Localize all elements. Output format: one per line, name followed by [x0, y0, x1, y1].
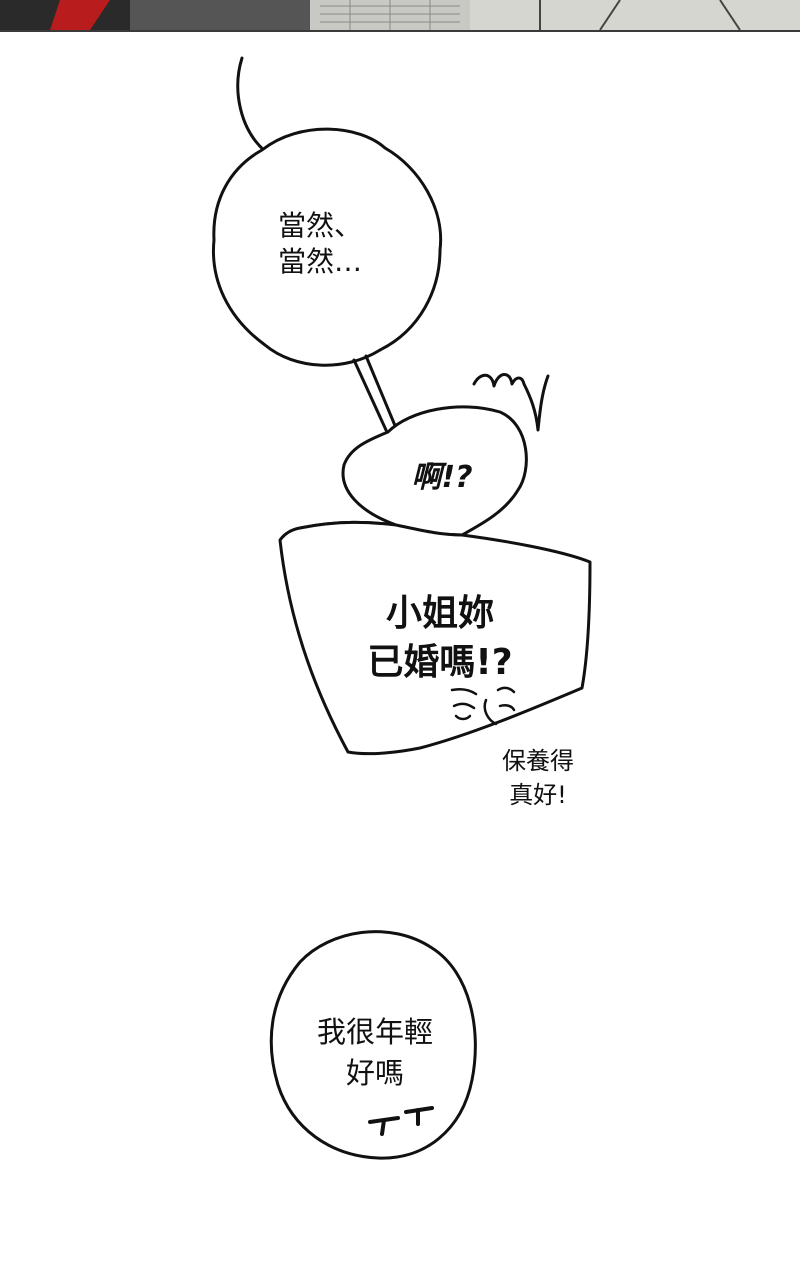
aside-baoyang-line-2: 真好! [509, 780, 567, 809]
bubble-xiaojie [278, 520, 592, 756]
face-doodle-brow-left [450, 687, 478, 696]
aside-baoyang-text: 保養得 真好! [478, 745, 598, 812]
aside-baoyang-line-1: 保養得 [502, 747, 574, 775]
strip-figure-region [130, 0, 310, 30]
face-doodle-eye-left [452, 702, 476, 710]
bubble-connector-line-a [352, 358, 388, 432]
bubble-woheni-line-1: 我很年輕 [316, 1015, 433, 1049]
face-doodle-nose [483, 698, 498, 726]
bubble-a [298, 405, 528, 537]
bubble-dangran-line-1: 當然、 [277, 209, 362, 242]
bubble-a-text: 啊!? [411, 460, 473, 495]
bubble-dangran-tail [236, 56, 268, 154]
bubble-woheni-line-2: 好嗎 [345, 1055, 404, 1090]
face-doodle-mouth [454, 714, 472, 721]
previous-panel-strip [0, 0, 800, 32]
tear-mark-left-drop [380, 1118, 386, 1136]
squiggle-mark [472, 373, 550, 432]
face-doodle-eye-right [498, 703, 516, 712]
bubble-connector-line-b [364, 354, 398, 430]
bubble-dangran-line-2: 當然… [277, 245, 362, 279]
bubble-woheni [269, 930, 477, 1160]
bubble-woheni-text: 我很年輕 好嗎 [290, 1012, 460, 1093]
bubble-xiaojie-line-1: 小姐妳 [385, 593, 494, 634]
bubble-xiaojie-text: 小姐妳 已婚嗎!? [330, 590, 550, 687]
bubble-dangran [211, 127, 443, 367]
strip-red-shape [50, 0, 110, 30]
strip-lines [539, 0, 741, 30]
strip-building-windows [320, 0, 460, 30]
strip-light-region [470, 0, 800, 30]
previous-panel-art [0, 0, 800, 30]
bubble-dangran-text: 當然、 當然… [250, 208, 390, 281]
face-doodle-brow-right [496, 686, 516, 694]
bubble-xiaojie-line-2: 已婚嗎!? [367, 641, 513, 683]
